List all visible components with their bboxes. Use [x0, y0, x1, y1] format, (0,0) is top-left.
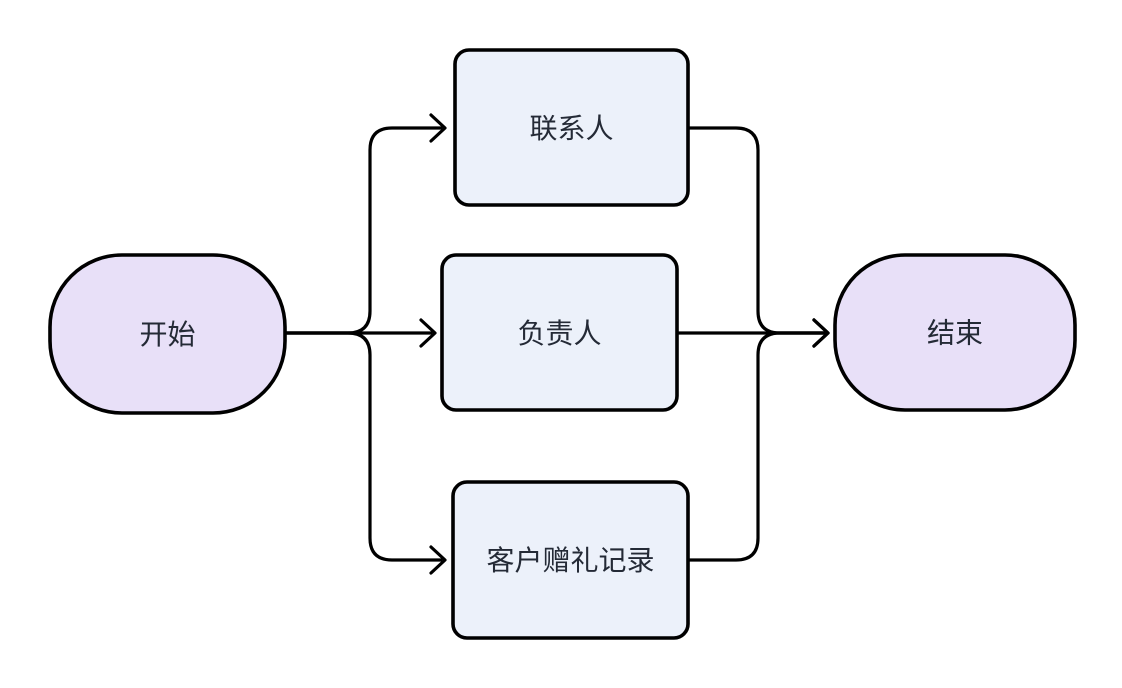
edges [283, 113, 830, 575]
node-owner-shape [440, 253, 679, 412]
node-end-shape [833, 253, 1077, 412]
edge-line [283, 331, 443, 562]
arrowhead-icon [812, 318, 830, 348]
edge-start-contact [283, 113, 447, 335]
edge-contact-end [686, 126, 830, 348]
node-gift: 客户赠礼记录 [451, 480, 690, 640]
node-start-shape [48, 253, 287, 415]
node-end: 结束 [833, 253, 1077, 412]
arrowhead-icon [429, 113, 447, 143]
node-contact-shape [453, 48, 690, 207]
edge-start-gift [283, 331, 447, 575]
arrowhead-icon [429, 545, 447, 575]
edge-gift-end [686, 318, 830, 562]
edge-line [283, 126, 443, 335]
node-gift-label: 客户赠礼记录 [486, 545, 654, 576]
node-start-label: 开始 [139, 319, 195, 350]
edge-line [686, 126, 826, 335]
node-owner: 负责人 [440, 253, 679, 412]
node-contact: 联系人 [453, 48, 690, 207]
edge-line [686, 331, 826, 562]
node-contact-label: 联系人 [529, 113, 613, 144]
arrowhead-icon [419, 318, 437, 348]
node-start: 开始 [48, 253, 287, 415]
node-gift-shape [451, 480, 690, 640]
node-owner-label: 负责人 [517, 318, 601, 349]
node-end-label: 结束 [927, 317, 983, 348]
